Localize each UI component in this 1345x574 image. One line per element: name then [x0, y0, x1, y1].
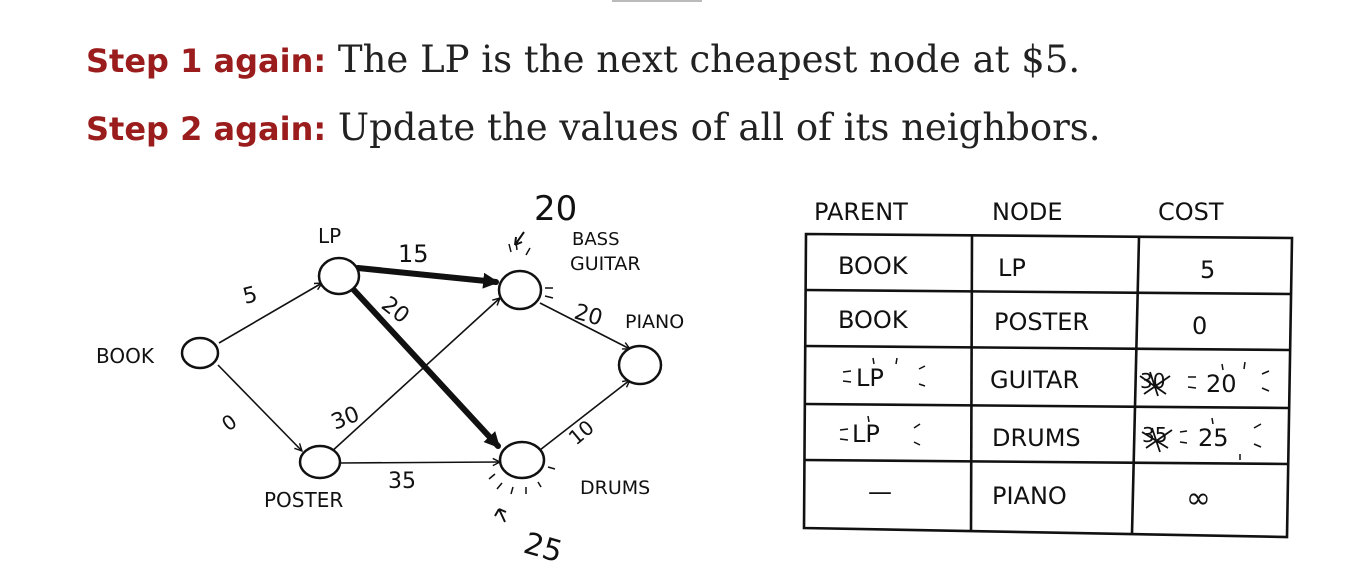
- row2-cost: 0: [1192, 312, 1207, 340]
- graph-edges: [217, 283, 630, 463]
- graph-nodes: [180, 256, 663, 480]
- row3-parent: LP: [856, 364, 884, 392]
- row5-parent: —: [868, 478, 892, 506]
- edge-guitar-piano: [539, 302, 630, 349]
- drums-new-cost: 25: [520, 526, 566, 570]
- header-parent: PARENT: [814, 198, 908, 226]
- edge-lp-guitar: [355, 265, 500, 289]
- step-1-text: The LP is the next cheapest node at $5.: [337, 38, 1081, 81]
- node-guitar[interactable]: [497, 269, 543, 311]
- header-cost: COST: [1158, 198, 1224, 226]
- node-poster[interactable]: [298, 444, 342, 480]
- guitar-cost-arrow: [514, 231, 525, 246]
- row4-node: DRUMS: [992, 424, 1081, 452]
- node-label-guitar-line1: BASS: [572, 229, 620, 250]
- row1-cost: 5: [1200, 256, 1215, 284]
- step-1-line: Step 1 again: The LP is the next cheapes…: [86, 38, 1080, 81]
- table-row: LP GUITAR 30 20: [856, 364, 1237, 398]
- edge-book-poster: [217, 364, 302, 451]
- edge-weight-book-poster: 0: [217, 409, 241, 436]
- highlighted-edges: [349, 265, 501, 449]
- node-label-poster: POSTER: [264, 488, 343, 512]
- node-lp[interactable]: [317, 256, 361, 296]
- edge-weight-guitar-piano: 20: [571, 300, 605, 332]
- row3-node: GUITAR: [990, 366, 1079, 394]
- step-2-text: Update the values of all of its neighbor…: [337, 106, 1101, 149]
- table-row: BOOK LP 5: [838, 252, 1215, 284]
- edge-weight-book-lp: 5: [240, 282, 260, 310]
- graph-labels: BOOK LP POSTER BASS GUITAR PIANO DRUMS 5…: [96, 189, 684, 570]
- node-label-lp: LP: [318, 224, 341, 248]
- header-node: NODE: [992, 198, 1063, 226]
- strike-drums-old-cost: [1141, 427, 1173, 453]
- row3-cost: 20: [1206, 370, 1237, 398]
- step-2-line: Step 2 again: Update the values of all o…: [86, 106, 1101, 149]
- row4-cost: 25: [1198, 424, 1229, 452]
- step-1-label: Step 1 again:: [86, 42, 327, 80]
- table-row: LP DRUMS 35 25: [852, 420, 1229, 452]
- row5-cost: ∞: [1186, 481, 1211, 516]
- node-drums[interactable]: [498, 440, 546, 480]
- row2-node: POSTER: [994, 308, 1089, 336]
- table-row: BOOK POSTER 0: [838, 306, 1207, 340]
- row1-parent: BOOK: [838, 252, 909, 280]
- edge-poster-guitar: [329, 298, 500, 454]
- row2-parent: BOOK: [838, 306, 909, 334]
- top-divider: [612, 0, 702, 2]
- table-headers: PARENT NODE COST: [814, 198, 1224, 226]
- row1-node: LP: [998, 254, 1026, 282]
- step-2-label: Step 2 again:: [86, 110, 327, 148]
- edge-weight-drums-piano: 10: [564, 415, 599, 450]
- cost-table-grid: [802, 232, 1294, 539]
- node-label-drums: DRUMS: [580, 477, 650, 499]
- update-marks: [488, 241, 556, 495]
- row5-node: PIANO: [992, 482, 1067, 510]
- row4-parent: LP: [852, 420, 880, 448]
- strike-guitar-old-cost: [1139, 371, 1171, 397]
- edge-poster-drums: [339, 462, 500, 463]
- edge-lp-drums: [349, 285, 501, 449]
- drums-cost-arrow: [494, 508, 507, 523]
- node-label-guitar-line2: GUITAR: [570, 253, 641, 275]
- edge-weight-lp-guitar: 15: [398, 240, 429, 268]
- strike-marks: [1139, 371, 1173, 453]
- edge-weight-poster-guitar: 30: [328, 402, 363, 436]
- edge-book-lp: [218, 283, 322, 344]
- node-label-piano: PIANO: [625, 311, 684, 333]
- edge-weight-poster-drums: 35: [388, 469, 416, 494]
- guitar-new-cost: 20: [534, 189, 577, 229]
- table-emphasis-marks: [839, 357, 1270, 460]
- node-piano[interactable]: [617, 344, 663, 386]
- node-book[interactable]: [180, 336, 220, 370]
- table-row: — PIANO ∞: [868, 478, 1211, 516]
- edge-drums-piano: [539, 380, 630, 451]
- node-label-book: BOOK: [96, 344, 155, 368]
